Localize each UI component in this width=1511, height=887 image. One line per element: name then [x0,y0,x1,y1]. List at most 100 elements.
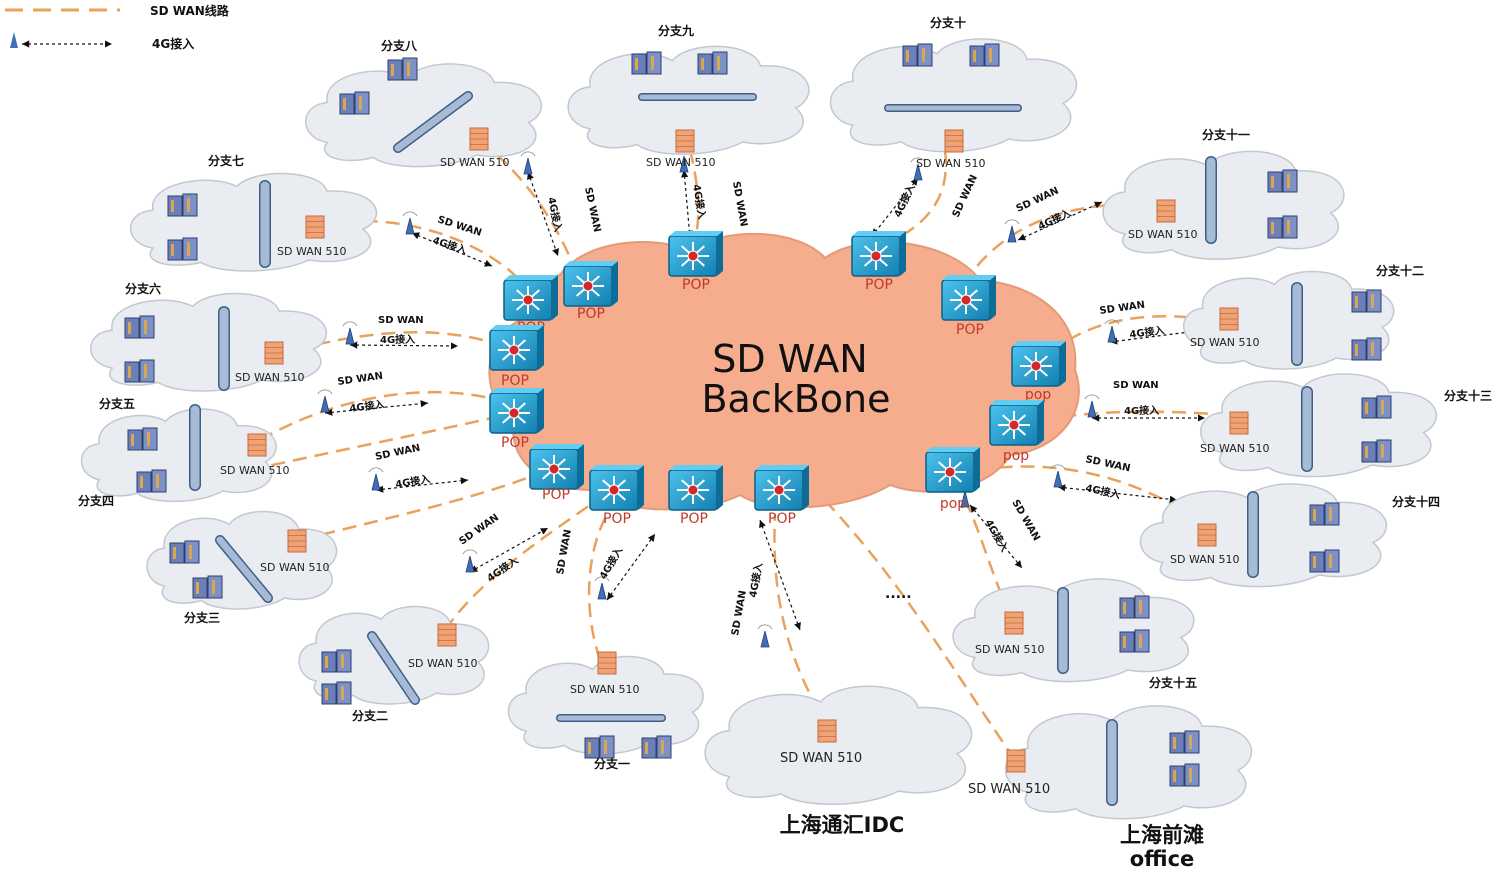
pop-switch-icon [489,388,544,434]
idc-device-label: SD WAN 510 [780,751,862,766]
pop-switch-icon [489,325,544,371]
branch-cloud: SD WAN 510 [829,38,1078,170]
server-icon [1309,502,1340,526]
link-label: SD WAN [555,529,574,576]
pop-label: POP [956,322,984,338]
branch-cloud: SD WAN 510 [304,57,543,169]
legend-antenna-icon [10,32,18,48]
branch-device-label: SD WAN 510 [1190,336,1259,349]
server-icon [167,193,198,217]
branch-cloud: SD WAN 510 [1199,373,1438,478]
branch-device-label: SD WAN 510 [408,657,477,670]
branch-device-label: SD WAN 510 [1200,442,1269,455]
server-icon [1267,169,1298,193]
link-label: SD WAN [337,371,384,388]
server-icon [124,315,155,339]
office-cloud-shape [1004,705,1253,820]
pop-label: pop [940,496,966,512]
branch-name: 分支十二 [1376,263,1424,278]
branch-cloud: SD WAN 510 [567,45,810,169]
pop-switch-icon [989,400,1044,446]
pop-switch-icon [668,465,723,511]
branch-name: 分支二 [352,708,388,723]
antenna-icon [1104,319,1120,343]
sdwan-link [587,509,612,661]
core-title-line2: BackBone [701,377,890,421]
branch-cloud: SD WAN 510 [298,605,490,705]
branch-cloud: SD WAN 510 [1102,150,1345,260]
firewall-icon [1006,749,1026,773]
branch-tube [216,536,272,602]
firewall-icon [1219,307,1239,331]
legend-sdwan-label: SD WAN线路 [150,3,230,18]
link-label: SD WAN [730,181,749,228]
pop-label: POP [768,511,796,527]
firewall-icon [264,341,284,365]
branch-device-label: SD WAN 510 [1128,228,1197,241]
lte-arrow [759,519,801,631]
server-icon [969,43,1000,67]
link-label: 4G接入 [1124,404,1159,417]
pop-switch-icon [851,231,906,277]
link-label: SD WAN [730,590,749,637]
server-icon [697,51,728,75]
link-label: SD WAN [436,214,483,239]
legend-lte-label: 4G接入 [152,36,194,51]
branch-cloud: SD WAN 510 [1139,483,1388,588]
branch-cloud-shape [304,63,543,168]
server-icon [1119,595,1150,619]
link-label: 4G接入 [484,554,520,585]
lte-arrow [681,169,693,239]
link-label: 4G接入 [891,182,918,219]
link-label: SD WAN [378,315,424,326]
server-icon [1361,395,1392,419]
branch-cloud: SD WAN 510 [129,172,378,272]
branch-name: 分支六 [125,281,161,296]
firewall-icon [817,719,837,743]
link-label: SD WAN [582,186,602,233]
branch-name: 分支一 [594,756,630,771]
link-label: SD WAN [1084,454,1131,474]
pop-label: POP [603,511,631,527]
pop-switch-icon [668,231,723,277]
branch-cloud-shape [80,408,277,503]
branch-name: 分支四 [78,493,114,508]
firewall-icon [597,651,617,675]
branch-cloud-shape [829,38,1078,153]
branch-tube [394,92,472,152]
link-label: 4G接入 [746,562,765,599]
link-label: 4G接入 [596,545,625,582]
server-icon [1351,289,1382,313]
lte-arrow [969,504,1023,569]
pop-switch-icon [529,444,584,490]
branch-name: 分支十 [930,15,966,30]
firewall-icon [675,129,695,153]
sdwan-link [299,473,536,542]
branch-cloud: SD WAN 510 [952,578,1195,683]
server-icon [124,359,155,383]
link-label: SD WAN [374,443,421,463]
office-cloud: SD WAN 510 [968,705,1253,820]
firewall-icon [1229,411,1249,435]
link-label: 4G接入 [431,233,468,256]
idc-cloud: SD WAN 510 [704,685,973,806]
branch-name: 分支十四 [1392,494,1440,509]
server-icon [641,735,672,759]
server-icon [1361,439,1392,463]
link-label: SD WAN [1009,498,1041,543]
lte-arrow [324,400,429,416]
office-device-label: SD WAN 510 [968,782,1050,797]
branch-name: 分支七 [208,153,244,168]
branch-cloud: SD WAN 510 [146,510,338,610]
lte-arrow [349,341,459,350]
pop-switch-icon [503,275,558,321]
pop-label: POP [680,511,708,527]
pop-label: POP [501,435,529,451]
branch-device-label: SD WAN 510 [260,561,329,574]
pop-switch-icon [589,465,644,511]
branch-tube [368,632,419,704]
branch-name: 分支十五 [1149,675,1197,690]
firewall-icon [944,129,964,153]
lte-arrow [469,527,549,573]
